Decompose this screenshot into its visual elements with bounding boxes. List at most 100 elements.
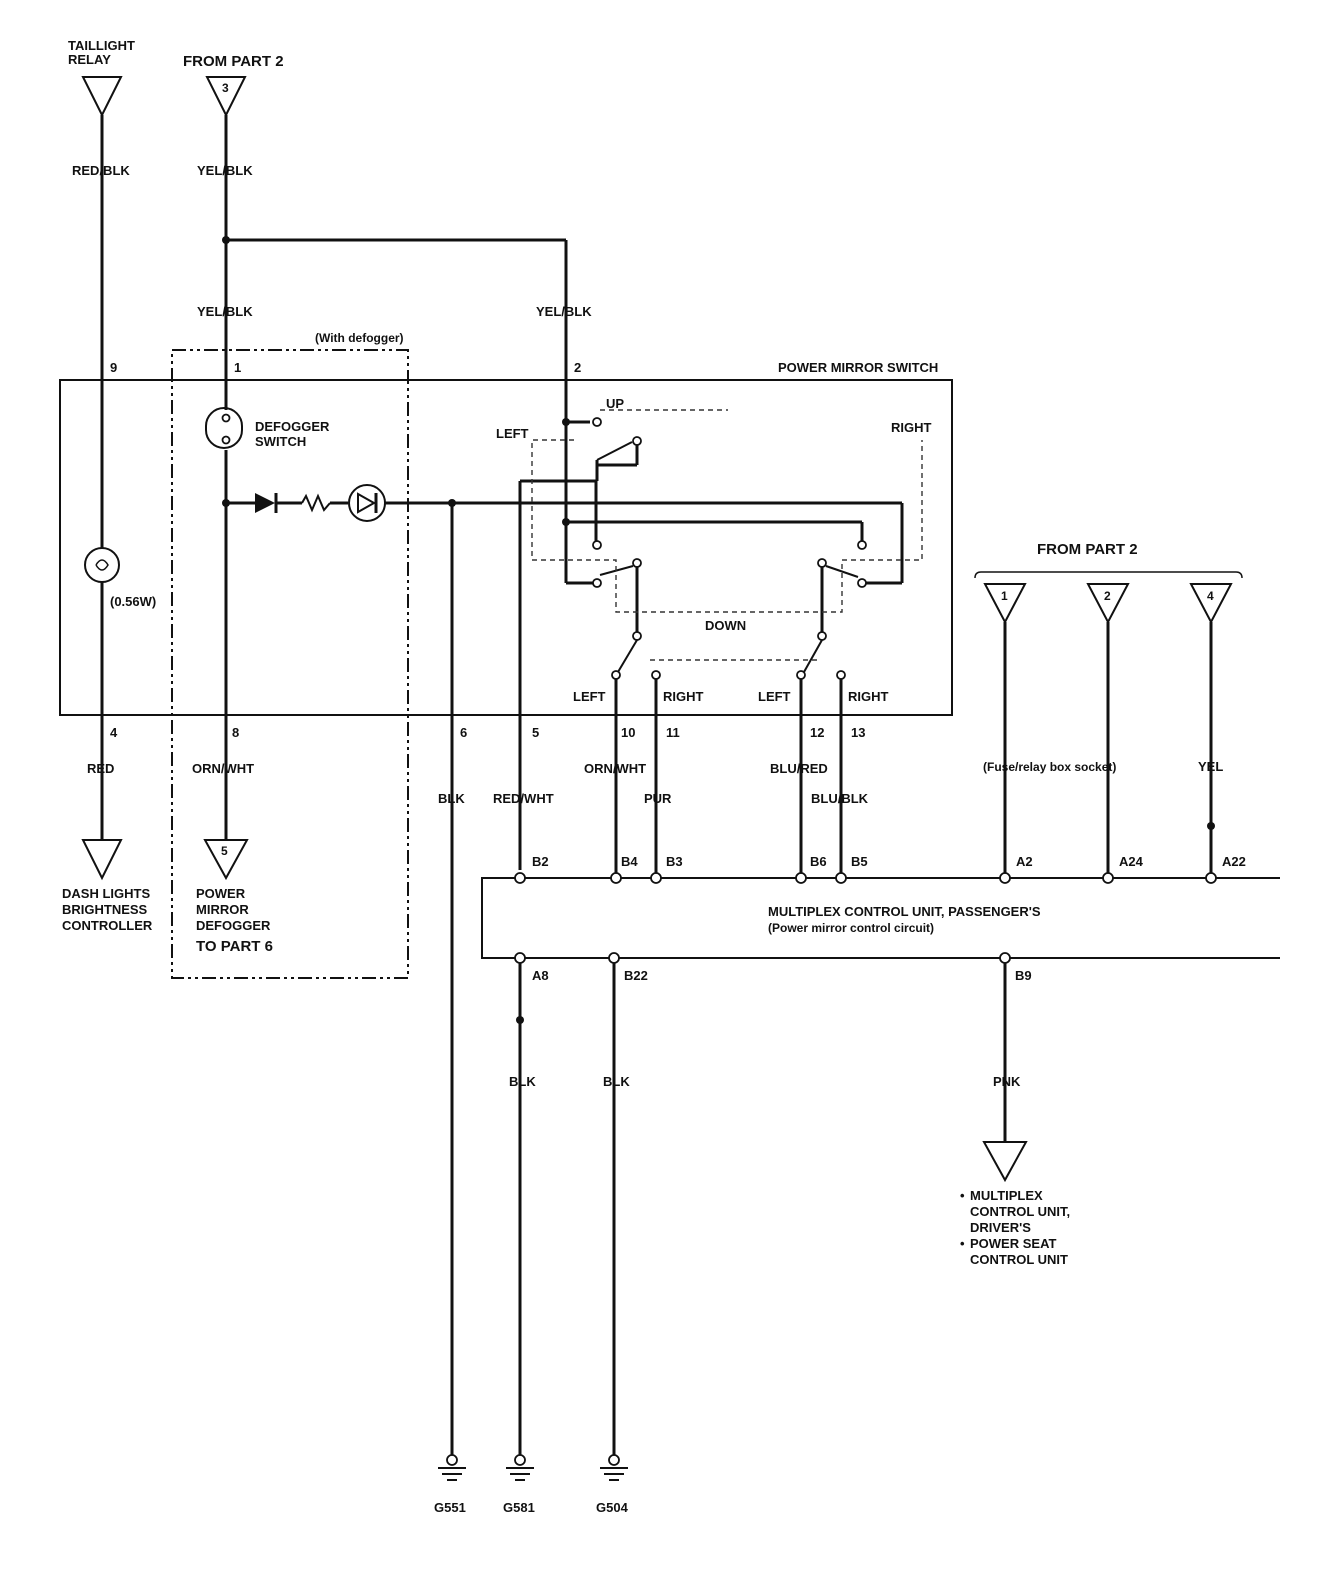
pin-12: 12 — [810, 725, 824, 740]
mcu-subtitle: (Power mirror control circuit) — [768, 921, 934, 935]
right-label: RIGHT — [891, 420, 932, 435]
pin-b2: B2 — [532, 854, 549, 869]
dash-lights-label-1: DASH LIGHTS — [62, 886, 150, 901]
pnk-dest-2-line2: CONTROL UNIT — [970, 1252, 1068, 1267]
defogger-out-label-1: POWER — [196, 886, 246, 901]
pin-10: 10 — [621, 725, 635, 740]
switch-contact — [592, 417, 602, 427]
defogger-out-connector — [203, 839, 249, 881]
pin-b4: B4 — [621, 854, 638, 869]
defogger-switch-label-2: SWITCH — [255, 434, 306, 449]
from-part2-num-2: 2 — [1104, 589, 1111, 603]
red-label: RED — [87, 761, 114, 776]
switch-contact — [836, 670, 846, 680]
defogger-out-label-2: MIRROR — [196, 902, 249, 917]
terminal-b6 — [795, 872, 807, 884]
taillight-relay-label-2: RELAY — [68, 52, 111, 67]
pin-b9: B9 — [1015, 968, 1032, 983]
switch-contact — [857, 540, 867, 550]
switch-contact — [611, 670, 621, 680]
defogger-switch-label-1: DEFOGGER — [255, 419, 330, 434]
pin-9: 9 — [110, 360, 117, 375]
blk-label-b22: BLK — [603, 1074, 630, 1089]
pin-11: 11 — [666, 725, 680, 740]
red-wht-label: RED/WHT — [493, 791, 554, 806]
junction-dot — [562, 418, 570, 426]
switch-contact — [632, 436, 642, 446]
switch-contact — [632, 558, 642, 568]
fuse-relay-label: (Fuse/relay box socket) — [983, 760, 1116, 774]
terminal-b2 — [514, 872, 526, 884]
terminal-b9 — [999, 952, 1011, 964]
power-mirror-switch-title: POWER MIRROR SWITCH — [778, 360, 938, 375]
switch-blade — [825, 565, 859, 578]
dash-lights-connector — [81, 839, 123, 881]
pin-a22: A22 — [1222, 854, 1246, 869]
switch-contact — [651, 670, 661, 680]
with-defogger-region — [171, 349, 409, 979]
junction-dot — [222, 236, 230, 244]
pin-6: 6 — [460, 725, 467, 740]
switch-contact — [592, 578, 602, 588]
selector-right-1: RIGHT — [663, 689, 704, 704]
power-mirror-switch-box — [59, 379, 953, 716]
from-part2-connector-4 — [1189, 583, 1233, 625]
from-part2-connector-num: 3 — [222, 81, 229, 95]
pin-b5: B5 — [851, 854, 868, 869]
switch-contact — [592, 540, 602, 550]
pnk-dest-1-line3: DRIVER'S — [970, 1220, 1031, 1235]
pin-b6: B6 — [810, 854, 827, 869]
terminal-b3 — [650, 872, 662, 884]
dash-lights-label-2: BRIGHTNESS — [62, 902, 148, 917]
left-right-linkage — [531, 439, 923, 613]
yel-label: YEL — [1198, 759, 1223, 774]
from-part2-num-1: 1 — [1001, 589, 1008, 603]
from-part2-connector-1 — [983, 583, 1027, 625]
pin-13: 13 — [851, 725, 865, 740]
switch-contact — [796, 670, 806, 680]
bullet: • — [960, 1188, 965, 1203]
terminal-b22 — [608, 952, 620, 964]
bullet: • — [960, 1236, 965, 1251]
pin-2: 2 — [574, 360, 581, 375]
terminal-a24 — [1102, 872, 1114, 884]
pnk-label: PNK — [993, 1074, 1021, 1089]
pnk-dest-2-line1: POWER SEAT — [970, 1236, 1056, 1251]
selector-blade — [803, 639, 823, 673]
selector-left-1: LEFT — [573, 689, 606, 704]
pnk-destination-connector — [982, 1141, 1028, 1183]
terminal-a8 — [514, 952, 526, 964]
pur-label: PUR — [644, 791, 672, 806]
terminal-a2 — [999, 872, 1011, 884]
blk-label-a8: BLK — [509, 1074, 536, 1089]
ground-g551 — [438, 1454, 466, 1481]
selector-right-2: RIGHT — [848, 689, 889, 704]
led-icon — [348, 484, 386, 522]
switch-contact — [632, 631, 642, 641]
ground-label-g551: G551 — [434, 1500, 466, 1515]
pin-a8: A8 — [532, 968, 549, 983]
bulb-rating: (0.56W) — [110, 594, 156, 609]
red-blk-label: RED/BLK — [72, 163, 130, 178]
switch-contact — [857, 578, 867, 588]
from-part2-right-label: FROM PART 2 — [1037, 541, 1138, 558]
orn-wht-label-1: ORN/WHT — [192, 761, 254, 776]
switch-blade — [596, 441, 633, 461]
down-label: DOWN — [705, 618, 746, 633]
left-label: LEFT — [496, 426, 529, 441]
terminal-b4 — [610, 872, 622, 884]
pin-4: 4 — [110, 725, 118, 740]
pin-a2: A2 — [1016, 854, 1033, 869]
mcu-top-terminals — [514, 872, 1217, 884]
pin-b22: B22 — [624, 968, 648, 983]
blk-label-6: BLK — [438, 791, 465, 806]
blu-blk-label: BLU/BLK — [811, 791, 869, 806]
junction-dot — [516, 1016, 524, 1024]
resistor-icon — [301, 493, 331, 513]
ground-g504 — [600, 1454, 628, 1481]
yel-blk-label-1: YEL/BLK — [197, 163, 253, 178]
ground-label-g581: G581 — [503, 1500, 535, 1515]
selector-blade — [617, 639, 638, 673]
terminal-b5 — [835, 872, 847, 884]
